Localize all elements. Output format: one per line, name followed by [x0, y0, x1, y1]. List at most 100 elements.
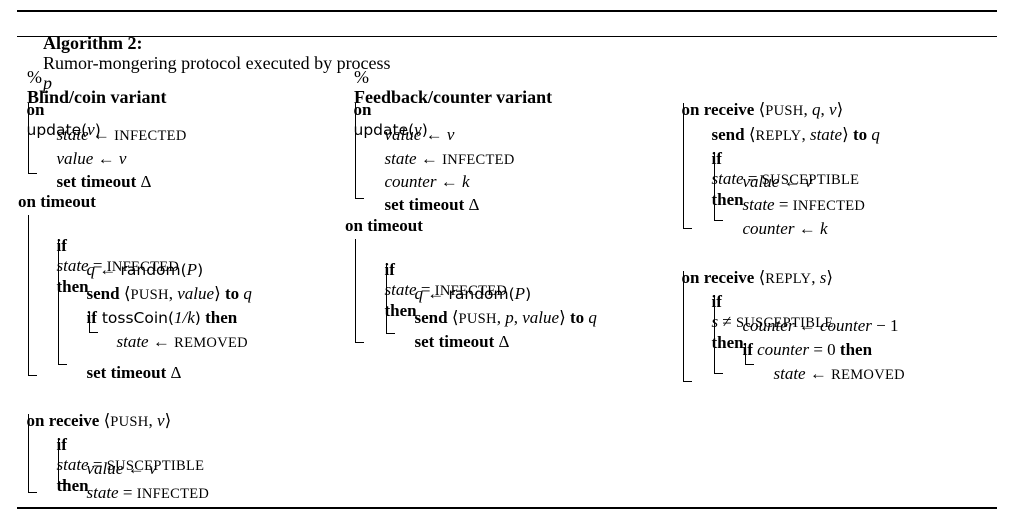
function-name: random(	[448, 285, 515, 303]
op: ←	[416, 149, 443, 168]
op: =	[416, 280, 435, 299]
keyword: then	[200, 308, 238, 327]
sep: ,	[148, 411, 158, 430]
code-line: set timeout Δ	[376, 175, 480, 215]
op: =	[118, 483, 137, 502]
on-receive-push: on receive ⟨PUSH, q, v⟩	[673, 80, 844, 121]
val: k	[819, 219, 828, 238]
feedback-heading: % Feedback/counter variant	[345, 47, 552, 107]
function-name: tossCoin(	[96, 309, 175, 327]
block-bar	[683, 103, 692, 229]
const: INFECTED	[136, 486, 210, 502]
arg: v	[157, 411, 165, 430]
var: value	[86, 459, 124, 478]
bracket: ⟨	[744, 125, 756, 144]
code-line: send ⟨PUSH, p, value⟩ to q	[406, 288, 597, 329]
const: REMOVED	[174, 335, 248, 351]
var: counter	[819, 316, 872, 335]
delta-symbol: Δ	[494, 332, 510, 351]
bracket: ⟩	[826, 268, 833, 287]
bracket: ⟩	[836, 100, 844, 119]
val: k	[461, 172, 470, 191]
op: − 1	[871, 316, 899, 335]
keyword: on	[353, 100, 372, 119]
feedback-on-update: on update(v)	[345, 80, 428, 140]
block-bar	[714, 152, 723, 221]
op: ←	[436, 172, 462, 191]
var: value	[56, 149, 94, 168]
const: REPLY	[755, 128, 802, 144]
code-line: if state = INFECTED then	[48, 216, 179, 297]
block-bar	[58, 438, 67, 484]
algorithm-label: Algorithm 2:	[43, 33, 143, 53]
keyword: send	[711, 125, 745, 144]
keyword: set timeout	[86, 363, 167, 382]
comment-symbol: %	[27, 67, 42, 87]
op: ←	[794, 316, 820, 335]
paren: )	[194, 309, 201, 327]
code-line: if s ≠ SUSCEPTIBLE then	[703, 272, 834, 353]
block-bar	[28, 414, 37, 493]
const: INFECTED	[106, 259, 180, 275]
top-rule	[17, 10, 997, 12]
code-line: value ← v	[376, 105, 455, 145]
feedback-heading-text: Feedback/counter variant	[354, 87, 553, 107]
bracket: ⟨	[119, 284, 131, 303]
arg: q	[239, 284, 252, 303]
sep: ,	[811, 268, 820, 287]
function-name: update(	[353, 121, 415, 139]
arg: v	[87, 120, 95, 139]
sep: ,	[820, 100, 830, 119]
keyword: on receive	[681, 100, 755, 119]
const: INFECTED	[114, 128, 187, 144]
op: = 0	[809, 340, 840, 359]
code-line: if tossCoin(1/k) then	[78, 288, 238, 328]
keyword: if	[56, 236, 67, 255]
op: ←	[779, 172, 805, 191]
val: v	[804, 172, 813, 191]
keyword: then	[711, 190, 744, 209]
val: v	[148, 459, 157, 478]
op: =	[88, 455, 107, 474]
var: counter	[742, 219, 795, 238]
code-line: set timeout Δ	[406, 312, 510, 352]
code-line: state = INFECTED	[734, 175, 865, 216]
keyword: then	[384, 301, 417, 320]
bracket: ⟨	[754, 268, 766, 287]
bracket: ⟩	[559, 308, 570, 327]
keyword: to	[852, 125, 868, 144]
blind-on-update: on update(v)	[18, 80, 101, 140]
paren: )	[421, 121, 428, 139]
code-line: value ← v	[48, 129, 127, 169]
var: state	[56, 256, 89, 275]
const: INFECTED	[434, 283, 508, 299]
keyword: to	[569, 308, 585, 327]
bracket: ⟩	[214, 284, 225, 303]
arg: value	[522, 308, 560, 327]
arg: P	[186, 260, 198, 279]
var: state	[773, 364, 806, 383]
val: v	[446, 125, 455, 144]
const: PUSH	[458, 311, 497, 327]
var: q	[86, 260, 96, 279]
keyword: if	[711, 149, 722, 168]
block-bar	[58, 239, 67, 365]
blind-on-timeout: on timeout	[18, 192, 96, 211]
const: SUSCEPTIBLE	[761, 172, 860, 188]
op: ←	[95, 260, 121, 279]
code-line: counter ← counter − 1	[734, 296, 899, 336]
op: =	[743, 169, 762, 188]
bracket: ⟨	[754, 100, 766, 119]
const: REMOVED	[831, 367, 905, 383]
block-bar	[355, 239, 364, 343]
code-line: value ← v	[78, 439, 157, 479]
code-line: state ← INFECTED	[48, 105, 187, 146]
keyword: then	[839, 340, 873, 359]
code-line: send ⟨PUSH, value⟩ to q	[78, 264, 252, 305]
keyword: set timeout	[56, 172, 137, 191]
const: PUSH	[110, 414, 149, 430]
code-line: state ← INFECTED	[376, 129, 515, 170]
op: ←	[794, 219, 820, 238]
const: SUSCEPTIBLE	[106, 458, 205, 474]
bracket: ⟩	[164, 411, 172, 430]
